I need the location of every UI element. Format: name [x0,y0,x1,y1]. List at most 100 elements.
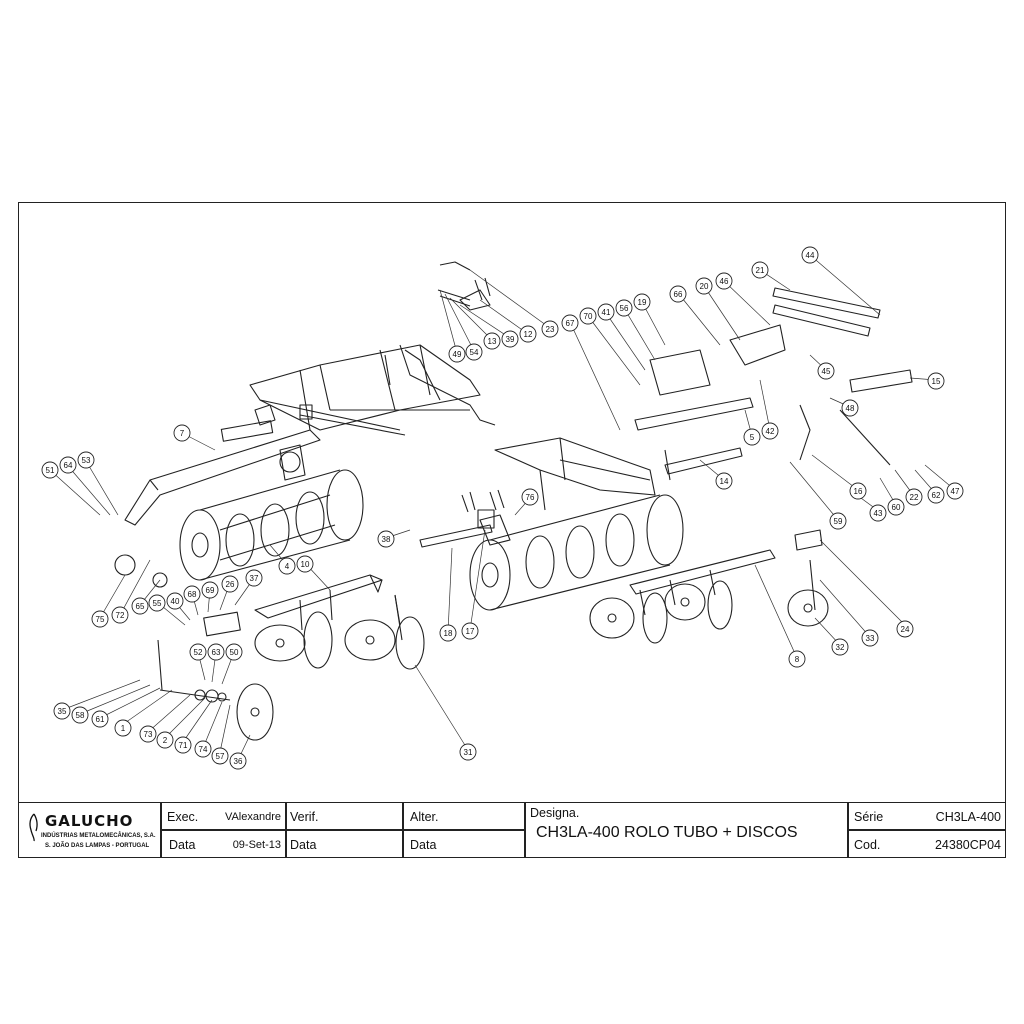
disc-gang-left [254,574,425,670]
balloon-label: 70 [584,312,593,321]
balloon-label: 55 [153,599,162,608]
company-logo-cell: GALUCHO INDÚSTRIAS METALOMECÂNICAS, S.A.… [18,802,161,858]
top-right-parts [634,287,913,481]
balloon-72: 72 [111,606,129,624]
balloon-label: 1 [121,724,126,733]
balloon-label: 5 [750,433,755,442]
balloon-label: 35 [58,707,67,716]
balloon-49: 49 [448,345,466,363]
balloon-label: 43 [874,509,883,518]
balloon-label: 51 [46,466,55,475]
alter-date-cell: Data [403,830,525,858]
balloon-label: 59 [834,517,843,526]
balloon-14: 14 [715,472,733,490]
part-18-shaft [419,489,505,548]
balloon-label: 15 [932,377,941,386]
balloon-label: 58 [76,711,85,720]
balloon-label: 48 [846,404,855,413]
balloon-label: 19 [638,298,647,307]
company-line-1: INDÚSTRIAS METALOMECÂNICAS, S.A. [41,833,156,839]
balloon-16: 16 [849,482,867,500]
balloon-label: 40 [171,597,180,606]
balloon-label: 14 [720,477,729,486]
balloon-label: 31 [464,748,473,757]
balloon-63: 63 [207,643,225,661]
balloon-26: 26 [221,575,239,593]
balloon-43: 43 [869,504,887,522]
balloon-37: 37 [245,569,263,587]
balloon-54: 54 [465,343,483,361]
balloon-53: 53 [77,451,95,469]
balloon-67: 67 [561,314,579,332]
balloon-47: 47 [946,482,964,500]
balloon-20: 20 [695,277,713,295]
balloon-label: 18 [444,629,453,638]
balloon-label: 2 [163,736,168,745]
balloon-44: 44 [801,246,819,264]
balloon-label: 60 [892,503,901,512]
balloon-label: 75 [96,615,105,624]
balloon-64: 64 [59,456,77,474]
part-7-beam [124,404,321,526]
balloon-label: 44 [806,251,815,260]
balloon-label: 64 [64,461,73,470]
balloon-45: 45 [817,362,835,380]
balloon-38: 38 [377,530,395,548]
balloon-label: 71 [179,741,188,750]
balloon-label: 46 [720,277,729,286]
balloon-label: 39 [506,335,515,344]
balloon-21: 21 [751,261,769,279]
balloon-label: 49 [453,350,462,359]
serie-cell: Série CH3LA-400 [848,802,1006,830]
balloon-label: 32 [836,643,845,652]
verif-cell: Verif. [286,802,403,830]
balloon-15: 15 [927,372,945,390]
balloon-13: 13 [483,332,501,350]
balloon-label: 36 [234,757,243,766]
balloon-label: 23 [546,325,555,334]
balloon-18: 18 [439,624,457,642]
alter-label: Alter. [410,810,439,824]
designation-value: CH3LA-400 ROLO TUBO + DISCOS [536,824,798,841]
balloon-label: 41 [602,308,611,317]
balloon-label: 76 [526,493,535,502]
balloon-label: 16 [854,487,863,496]
designation-cell: Designa. CH3LA-400 ROLO TUBO + DISCOS [525,802,848,858]
roller-right [469,494,684,611]
alter-cell: Alter. [403,802,525,830]
balloon-label: 73 [144,730,153,739]
exec-label: Exec. [167,810,199,824]
cod-label: Cod. [854,838,881,852]
balloon-66: 66 [669,285,687,303]
leader-lines [49,254,956,761]
balloon-75: 75 [91,610,109,628]
balloon-52: 52 [189,643,207,661]
balloon-label: 10 [301,560,310,569]
balloon-label: 45 [822,367,831,376]
verif-label: Verif. [290,810,319,824]
disc-gang-right [589,549,776,644]
balloon-31: 31 [459,743,477,761]
balloon-label: 74 [199,745,208,754]
balloon-76: 76 [521,488,539,506]
balloon-33: 33 [861,629,879,647]
balloon-74: 74 [194,740,212,758]
balloon-label: 24 [901,625,910,634]
title-block: GALUCHO INDÚSTRIAS METALOMECÂNICAS, S.A.… [18,802,1006,858]
balloon-label: 63 [212,648,221,657]
bird-logo-icon [27,812,41,842]
balloon-71: 71 [174,736,192,754]
balloon-1: 1 [114,719,132,737]
balloon-56: 56 [615,299,633,317]
balloon-label: 33 [866,634,875,643]
balloon-label: 20 [700,282,709,291]
balloon-label: 68 [188,590,197,599]
balloon-39: 39 [501,330,519,348]
company-line-2: S. JOÃO DAS LAMPAS - PORTUGAL [45,843,150,849]
date-label: Data [169,838,196,852]
balloon-4: 4 [278,557,296,575]
balloon-32: 32 [831,638,849,656]
balloon-8: 8 [788,650,806,668]
verif-date-label: Data [290,838,317,852]
